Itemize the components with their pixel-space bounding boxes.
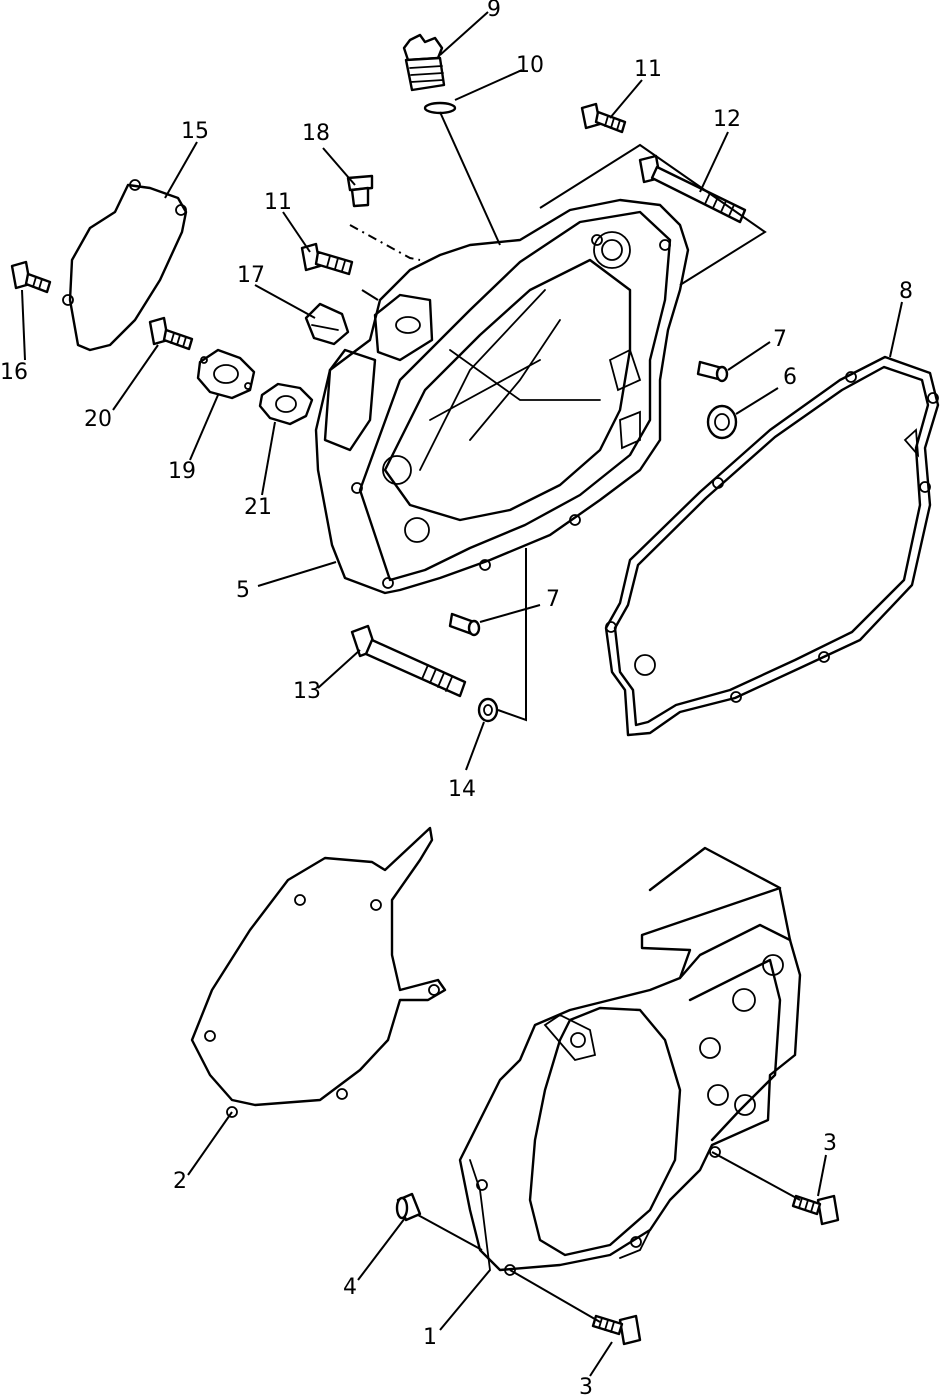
gasket-2 <box>190 826 447 1118</box>
lower-reference-lines <box>417 1151 801 1323</box>
dowel-pin-7-lower <box>448 612 481 637</box>
callout-8: 8 <box>899 279 913 304</box>
callout-2: 2 <box>173 1169 187 1194</box>
oil-filler-cap-9 <box>402 33 446 92</box>
washer-14 <box>477 697 499 723</box>
callout-leaders <box>21 11 903 1377</box>
oil-seal-6 <box>706 404 738 440</box>
cap-17 <box>304 302 350 346</box>
bolt-3-bottom <box>591 1314 642 1346</box>
crankcase-cover-5 <box>314 198 690 595</box>
bolt-21 <box>148 316 194 351</box>
callout-3-bottom: 3 <box>579 1375 593 1399</box>
bolt-11-upper <box>580 102 627 134</box>
callout-15: 15 <box>181 119 209 144</box>
callout-6: 6 <box>783 365 797 390</box>
bolt-11-left <box>300 242 354 276</box>
callout-12: 12 <box>713 107 741 132</box>
callout-18: 18 <box>302 121 330 146</box>
callout-3-right: 3 <box>823 1131 837 1156</box>
callout-labels: 9 10 11 12 15 18 11 17 8 7 6 16 20 19 21… <box>0 0 913 1399</box>
callout-10: 10 <box>516 53 544 78</box>
callout-19: 19 <box>168 459 196 484</box>
flange-19 <box>196 348 256 400</box>
callout-5: 5 <box>236 578 250 603</box>
callout-7-right: 7 <box>773 327 787 352</box>
bolt-12 <box>638 154 747 224</box>
bolt-16 <box>10 260 52 294</box>
callout-11-upper: 11 <box>634 57 662 82</box>
callout-21: 20 <box>84 407 112 432</box>
gasket-8 <box>604 355 940 737</box>
plug-18 <box>346 174 374 208</box>
callout-7-lower: 7 <box>546 587 560 612</box>
callout-11-left: 11 <box>264 190 292 215</box>
dowel-pin-7-right <box>696 360 729 383</box>
callout-1: 1 <box>423 1325 437 1350</box>
generator-cover-1 <box>458 846 802 1276</box>
callout-16: 16 <box>0 360 28 385</box>
o-ring-10 <box>423 101 457 115</box>
gasket-20 <box>258 382 314 426</box>
callout-20: 21 <box>244 495 272 520</box>
callout-9: 9 <box>487 0 501 22</box>
plug-4 <box>395 1192 422 1222</box>
callout-13: 13 <box>293 679 321 704</box>
bolt-13 <box>350 624 467 698</box>
gasket-15 <box>62 179 188 352</box>
callout-4: 4 <box>343 1275 357 1300</box>
callout-17: 17 <box>237 263 265 288</box>
callout-14: 14 <box>448 777 476 802</box>
bolt-3-right <box>791 1194 840 1226</box>
